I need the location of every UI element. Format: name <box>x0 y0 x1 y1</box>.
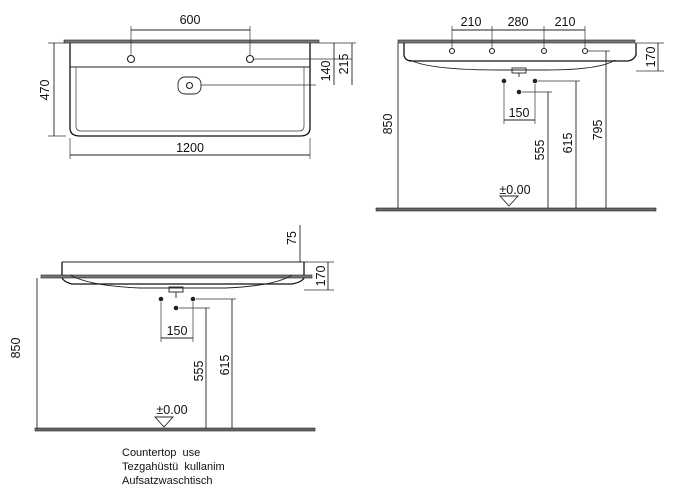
dim-555-right-label: 555 <box>533 140 547 161</box>
side-left-basin <box>61 262 305 285</box>
dim-280-label: 280 <box>508 15 529 29</box>
dim-555-left-label: 555 <box>192 361 206 382</box>
drain-center <box>185 81 194 90</box>
side-left-waste-bottom <box>173 305 179 311</box>
floor-level-label-left: ±0.00 <box>156 403 187 417</box>
floor-right <box>375 207 657 212</box>
side-left-countertop <box>40 274 313 279</box>
side-left-waste-right <box>190 296 196 302</box>
dim-210-right-label: 210 <box>555 15 576 29</box>
side-right-waste-right <box>532 78 538 84</box>
top-view-countertop <box>63 39 320 44</box>
top-view: 600 470 1200 140 215 <box>38 13 356 159</box>
side-view-right: 210 280 210 170 850 150 555 615 795 ±0.0… <box>375 15 664 212</box>
dim-150-left-label: 150 <box>167 324 188 338</box>
side-right-hole-2 <box>488 47 496 55</box>
floor-level-marker-left <box>153 416 175 428</box>
side-right-waste-bottom <box>516 89 522 95</box>
dim-850-left-label: 850 <box>9 338 23 359</box>
dim-170-right-label: 170 <box>644 47 658 68</box>
note-line-1: Countertop use <box>122 447 200 459</box>
drain-outline <box>177 76 202 95</box>
side-right-hole-3 <box>540 47 548 55</box>
floor-level-marker-right <box>498 195 520 207</box>
top-view-basin-outline <box>69 43 311 137</box>
dim-615-left-label: 615 <box>218 355 232 376</box>
note-line-2: Tezgahüstü kullanim <box>122 461 225 473</box>
side-right-hole-4 <box>581 47 589 55</box>
dim-140-label: 140 <box>319 61 333 82</box>
side-right-waste-left <box>501 78 507 84</box>
tap-hole-left <box>126 54 136 64</box>
top-view-bowl-edge <box>75 67 305 132</box>
side-right-basin <box>403 43 637 62</box>
floor-left <box>34 427 316 432</box>
side-right-countertop <box>397 39 636 44</box>
side-right-bowl <box>409 59 616 71</box>
floor-level-label-right: ±0.00 <box>499 183 530 197</box>
tap-hole-right <box>245 54 255 64</box>
dim-470-label: 470 <box>38 80 52 101</box>
usage-notes: Countertop use Tezgahüstü kullanim Aufsa… <box>122 447 225 487</box>
side-left-bowl <box>69 274 293 289</box>
dim-795-right-label: 795 <box>591 120 605 141</box>
dim-150-right-label: 150 <box>509 106 530 120</box>
dim-1200-label: 1200 <box>176 141 204 155</box>
dim-600-label: 600 <box>180 13 201 27</box>
side-right-drain <box>511 67 527 74</box>
side-view-left: 75 170 850 150 555 615 ±0.00 <box>9 225 334 432</box>
side-left-waste-left <box>158 296 164 302</box>
dim-850-right-label: 850 <box>381 114 395 135</box>
note-line-3: Aufsatzwaschtisch <box>122 475 212 487</box>
side-right-hole-1 <box>448 47 456 55</box>
dim-615-right-label: 615 <box>561 133 575 154</box>
dim-75-label: 75 <box>285 231 299 245</box>
dim-170-left-label: 170 <box>314 266 328 287</box>
dim-215-label: 215 <box>337 54 351 75</box>
dim-210-left-label: 210 <box>461 15 482 29</box>
